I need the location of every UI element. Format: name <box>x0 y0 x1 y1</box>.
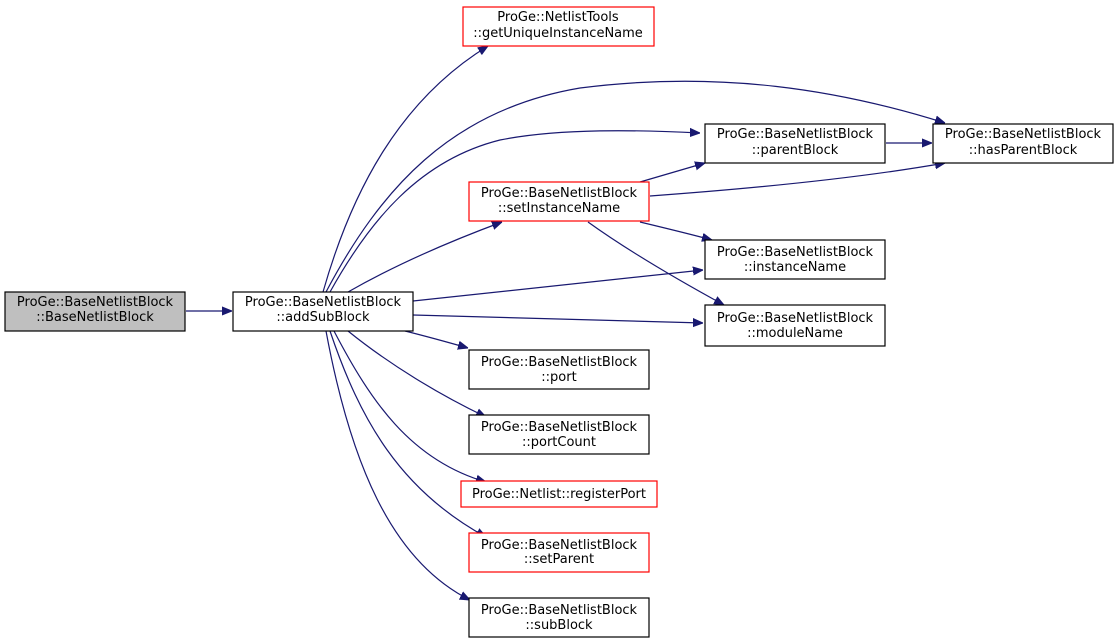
node-portCount-label-line2: ::portCount <box>522 435 596 450</box>
node-addSubBlock-label-line2: ::addSubBlock <box>276 310 370 325</box>
node-moduleName-label-line1: ProGe::BaseNetlistBlock <box>717 311 874 326</box>
node-moduleName[interactable]: ProGe::BaseNetlistBlock ::moduleName <box>704 304 886 347</box>
node-root-label-line2: ::BaseNetlistBlock <box>36 310 154 325</box>
edge-addSubBlock-to-setInstanceName <box>347 222 502 293</box>
node-registerPort-box <box>460 480 658 508</box>
node-root[interactable]: ProGe::BaseNetlistBlock ::BaseNetlistBlo… <box>4 291 186 332</box>
node-port-box <box>468 349 650 390</box>
node-parentBlock-label-line2: ::parentBlock <box>752 143 839 158</box>
node-port-label-line2: ::port <box>541 370 576 385</box>
node-hasParentBlock-box <box>932 123 1114 164</box>
edge-addSubBlock-to-moduleName <box>412 314 703 323</box>
edge-setInstanceName-to-hasParentBlock <box>649 163 945 197</box>
node-instanceName[interactable]: ProGe::BaseNetlistBlock ::instanceName <box>704 239 886 280</box>
node-moduleName-box <box>704 304 886 347</box>
node-instanceName-label-line2: ::instanceName <box>744 260 846 275</box>
node-port[interactable]: ProGe::BaseNetlistBlock ::port <box>468 349 650 390</box>
node-subBlock-label-line2: ::subBlock <box>525 618 593 633</box>
node-setParent[interactable]: ProGe::BaseNetlistBlock ::setParent <box>468 532 650 573</box>
edge-addSubBlock-to-instanceName <box>412 270 703 302</box>
node-root-label-line1: ProGe::BaseNetlistBlock <box>17 295 174 310</box>
node-setParent-label-line1: ProGe::BaseNetlistBlock <box>481 538 638 553</box>
node-getUniqueInstanceName-label-line2: ::getUniqueInstanceName <box>473 26 643 41</box>
node-registerPort[interactable]: ProGe::Netlist::registerPort <box>460 480 658 508</box>
node-instanceName-label-line1: ProGe::BaseNetlistBlock <box>717 245 874 260</box>
edge-setInstanceName-to-moduleName <box>587 221 724 305</box>
node-moduleName-label-line2: ::moduleName <box>747 326 843 341</box>
edge-addSubBlock-to-registerPort <box>333 330 486 482</box>
node-addSubBlock[interactable]: ProGe::BaseNetlistBlock ::addSubBlock <box>232 291 414 332</box>
node-setParent-label-line2: ::setParent <box>524 552 594 567</box>
edge-addSubBlock-to-parentBlock <box>329 131 700 293</box>
node-registerPort-label-line1: ProGe::Netlist::registerPort <box>472 487 646 502</box>
node-setInstanceName-label-line1: ProGe::BaseNetlistBlock <box>481 186 638 201</box>
node-addSubBlock-box <box>232 291 414 332</box>
edge-layer <box>186 46 945 600</box>
edge-addSubBlock-to-subBlock <box>325 330 470 600</box>
edge-setInstanceName-to-instanceName <box>639 221 712 240</box>
node-hasParentBlock-label-line2: ::hasParentBlock <box>969 143 1078 158</box>
node-parentBlock-box <box>704 123 886 164</box>
edge-addSubBlock-to-getUniqueInstanceName <box>322 46 488 293</box>
node-getUniqueInstanceName-box <box>462 6 655 47</box>
node-portCount[interactable]: ProGe::BaseNetlistBlock ::portCount <box>468 414 650 455</box>
node-setInstanceName-box <box>468 181 650 222</box>
edge-addSubBlock-to-portCount <box>347 330 486 417</box>
node-addSubBlock-label-line1: ProGe::BaseNetlistBlock <box>245 295 402 310</box>
node-parentBlock[interactable]: ProGe::BaseNetlistBlock ::parentBlock <box>704 123 886 164</box>
node-getUniqueInstanceName-label-line1: ProGe::NetlistTools <box>497 10 619 25</box>
node-portCount-label-line1: ProGe::BaseNetlistBlock <box>481 420 638 435</box>
node-root-box <box>4 291 186 332</box>
node-subBlock-box <box>468 597 650 638</box>
node-setParent-box <box>468 532 650 573</box>
node-layer: ProGe::BaseNetlistBlock ::BaseNetlistBlo… <box>4 6 1114 638</box>
node-getUniqueInstanceName[interactable]: ProGe::NetlistTools ::getUniqueInstanceN… <box>462 6 655 47</box>
node-port-label-line1: ProGe::BaseNetlistBlock <box>481 355 638 370</box>
node-instanceName-box <box>704 239 886 280</box>
edge-addSubBlock-to-setParent <box>329 330 486 537</box>
edge-setInstanceName-to-parentBlock <box>639 163 705 183</box>
node-portCount-box <box>468 414 650 455</box>
node-hasParentBlock[interactable]: ProGe::BaseNetlistBlock ::hasParentBlock <box>932 123 1114 164</box>
node-setInstanceName[interactable]: ProGe::BaseNetlistBlock ::setInstanceNam… <box>468 181 650 222</box>
edge-addSubBlock-to-port <box>404 330 468 348</box>
node-subBlock[interactable]: ProGe::BaseNetlistBlock ::subBlock <box>468 597 650 638</box>
node-subBlock-label-line1: ProGe::BaseNetlistBlock <box>481 603 638 618</box>
node-setInstanceName-label-line2: ::setInstanceName <box>498 201 620 216</box>
edge-addSubBlock-to-hasParentBlock <box>325 80 945 293</box>
node-hasParentBlock-label-line1: ProGe::BaseNetlistBlock <box>945 127 1102 142</box>
node-parentBlock-label-line1: ProGe::BaseNetlistBlock <box>717 127 874 142</box>
